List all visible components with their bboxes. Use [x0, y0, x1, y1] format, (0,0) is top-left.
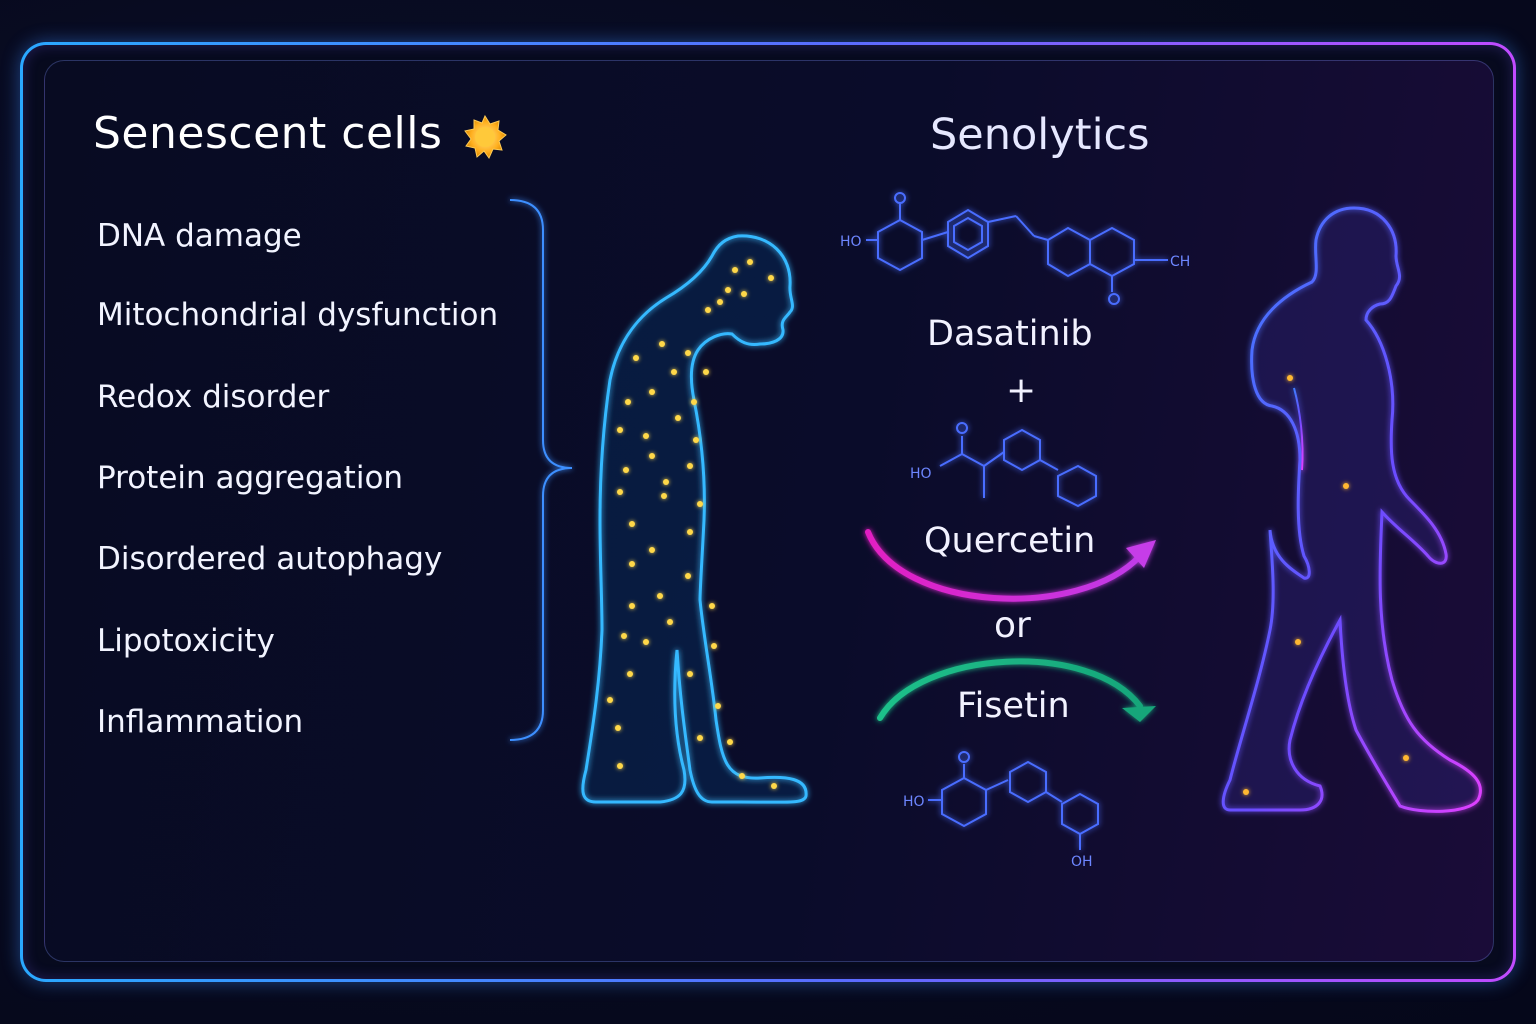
grouping-bracket: [509, 199, 573, 741]
factor-inflammation: Inflammation: [97, 704, 304, 740]
factor-disordered-autophagy: Disordered autophagy: [97, 541, 443, 577]
fisetin-ho-label: HO: [903, 794, 925, 810]
dasatinib-ho-label: HO: [840, 234, 862, 250]
quercetin-ho-label: HO: [910, 466, 932, 482]
senescent-cells-title: Senescent cells: [93, 108, 443, 159]
factor-lipotoxicity: Lipotoxicity: [97, 623, 275, 659]
sun-icon: [464, 114, 507, 160]
aged-person-figure: [581, 234, 808, 804]
remaining-cell-dots: [1243, 375, 1409, 795]
plus-sign: +: [1006, 370, 1037, 411]
factor-dna-damage: DNA damage: [97, 218, 302, 254]
fisetin-molecule: [928, 751, 1099, 850]
drug-dasatinib-label: Dasatinib: [927, 314, 1093, 354]
healthy-person-figure: [1221, 206, 1482, 813]
factor-mitochondrial-dysfunction: Mitochondrial dysfunction: [97, 297, 499, 333]
fisetin-oh-label: OH: [1071, 854, 1093, 870]
senescent-cell-dots: [607, 259, 777, 789]
inner-panel: [44, 60, 1494, 962]
dasatinib-ch-label: CH: [1170, 254, 1190, 270]
senolytics-title: Senolytics: [930, 110, 1150, 160]
factor-protein-aggregation: Protein aggregation: [97, 460, 404, 496]
quercetin-molecule: [939, 422, 1097, 508]
drug-fisetin-label: Fisetin: [957, 686, 1070, 726]
dasatinib-molecule: [866, 192, 1168, 305]
drug-quercetin-label: Quercetin: [924, 521, 1096, 561]
fisetin-arrow: [877, 658, 1156, 722]
quercetin-arrow: [865, 529, 1156, 602]
or-connector: or: [994, 605, 1031, 646]
factor-redox-disorder: Redox disorder: [97, 379, 330, 415]
